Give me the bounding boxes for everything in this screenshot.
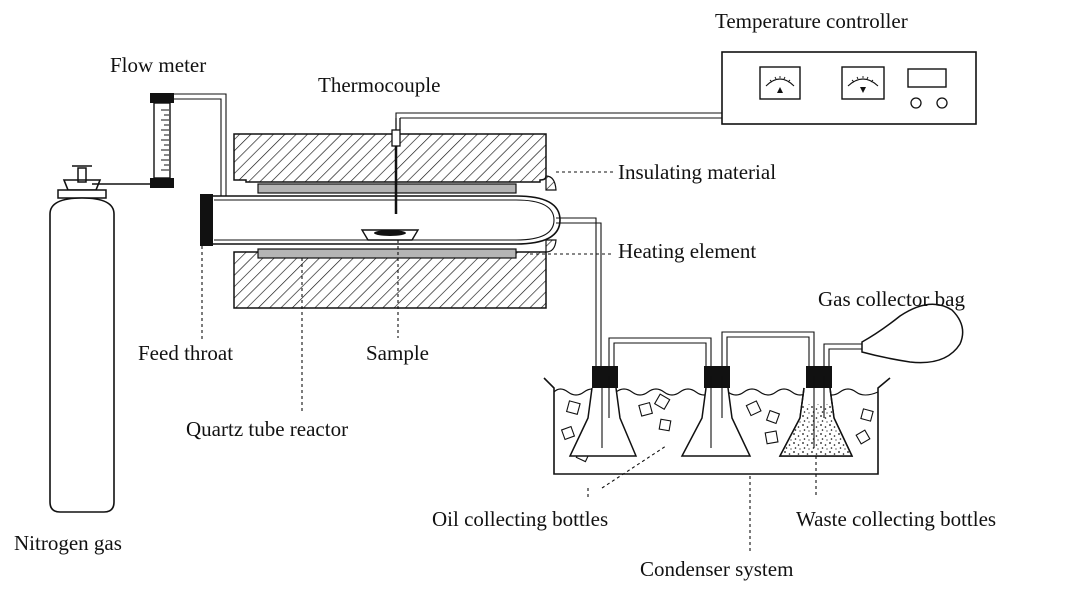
gas-collector-bag bbox=[861, 303, 964, 364]
label-gas-collector-bag: Gas collector bag bbox=[818, 287, 965, 311]
quartz-tube-reactor bbox=[209, 195, 561, 245]
label-flow-meter: Flow meter bbox=[110, 53, 206, 77]
feed-throat-plug bbox=[200, 194, 213, 246]
label-condenser-system: Condenser system bbox=[640, 557, 793, 581]
sample-boat bbox=[360, 229, 420, 241]
furnace-insulation bbox=[233, 133, 557, 309]
thermocouple-probe bbox=[391, 112, 722, 214]
oil-bottle-1 bbox=[568, 366, 638, 457]
bottle-connectors bbox=[608, 331, 862, 366]
outlet-pipe bbox=[556, 217, 602, 366]
heating-element-bottom bbox=[257, 248, 517, 259]
waste-bottle bbox=[778, 366, 854, 457]
oil-bottle-2 bbox=[680, 366, 752, 457]
leader-lines bbox=[201, 171, 817, 552]
label-waste-collecting-bottles: Waste collecting bottles bbox=[796, 507, 996, 531]
label-thermocouple: Thermocouple bbox=[318, 73, 440, 97]
label-sample: Sample bbox=[366, 341, 429, 365]
label-quartz-tube-reactor: Quartz tube reactor bbox=[186, 417, 348, 441]
label-heating-element: Heating element bbox=[618, 239, 756, 263]
heating-element-top bbox=[257, 183, 517, 194]
label-oil-collecting-bottles: Oil collecting bottles bbox=[432, 507, 608, 531]
label-insulating-material: Insulating material bbox=[618, 160, 776, 184]
label-temperature-controller: Temperature controller bbox=[715, 9, 908, 33]
label-nitrogen-gas: Nitrogen gas bbox=[14, 531, 122, 555]
temperature-controller bbox=[721, 51, 977, 125]
label-feed-throat: Feed throat bbox=[138, 341, 233, 365]
flow-meter bbox=[150, 93, 227, 196]
nitrogen-cylinder bbox=[49, 165, 156, 513]
